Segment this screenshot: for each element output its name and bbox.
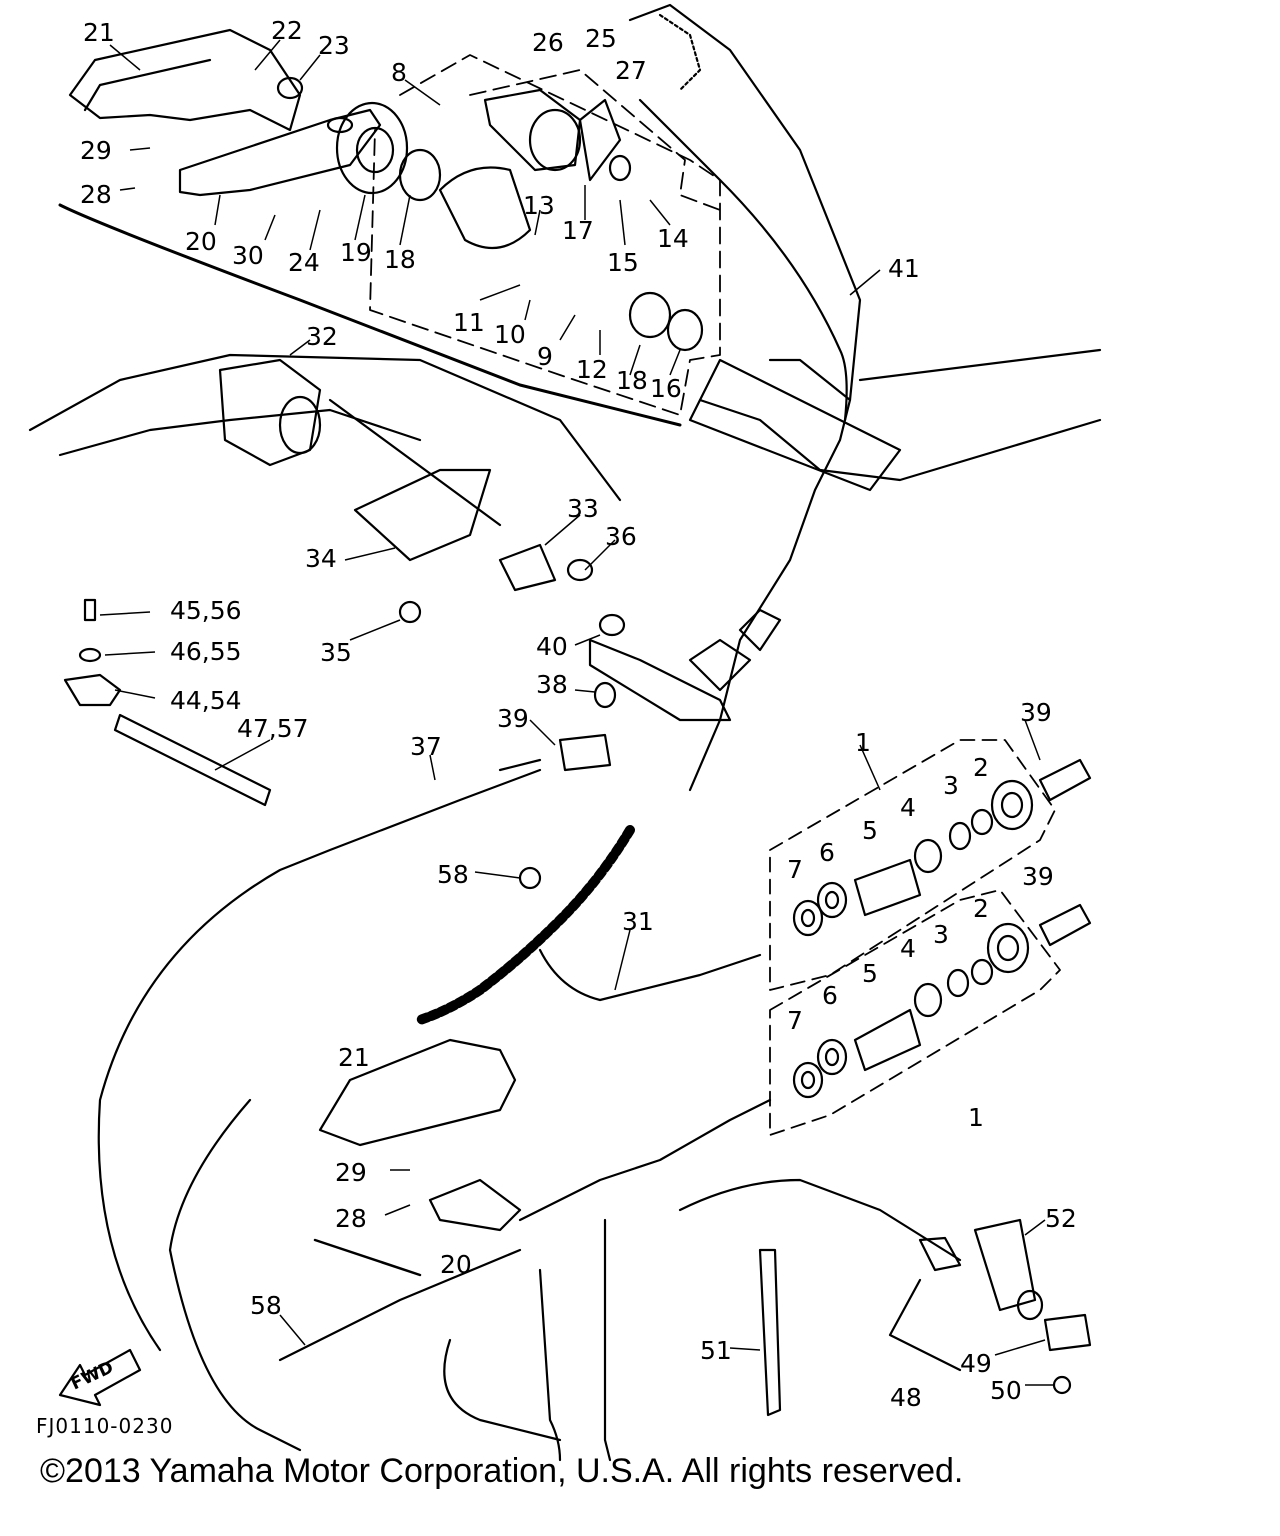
callout-18-upper: 18 — [384, 245, 416, 274]
lower-cable — [518, 1098, 772, 1222]
pin-45-56 — [83, 598, 97, 622]
callout-27: 27 — [615, 56, 647, 85]
callout-31: 31 — [622, 907, 654, 936]
callout-58-lower: 58 — [250, 1291, 282, 1320]
callout-3-upper: 3 — [943, 771, 959, 800]
callout-3-lower: 3 — [933, 920, 949, 949]
cable-41 — [638, 98, 848, 422]
callout-21-lower: 21 — [338, 1043, 370, 1072]
inset-boundary-bottom — [313, 1238, 422, 1277]
copyright-notice: ©2013 Yamaha Motor Corporation, U.S.A. A… — [40, 1452, 964, 1490]
holder-44-54 — [63, 673, 122, 707]
callout-5-lower: 5 — [862, 959, 878, 988]
cover-part-21-top — [68, 28, 302, 132]
callout-5-upper: 5 — [862, 816, 878, 845]
callout-10: 10 — [494, 320, 526, 349]
callout-11: 11 — [453, 308, 485, 337]
callout-6-lower: 6 — [822, 981, 838, 1010]
callout-33: 33 — [567, 494, 599, 523]
callout-12: 12 — [576, 355, 608, 384]
callout-2-upper: 2 — [973, 753, 989, 782]
knob-49 — [1043, 1313, 1092, 1352]
callout-30: 30 — [232, 241, 264, 270]
cable-37 — [97, 768, 542, 1352]
callout-7-upper: 7 — [787, 855, 803, 884]
callout-39-lower: 39 — [1022, 862, 1054, 891]
tie-strap-51 — [758, 1248, 782, 1417]
cable-31 — [538, 948, 762, 1002]
callout-19: 19 — [340, 238, 372, 267]
callout-50: 50 — [990, 1376, 1022, 1405]
fitting-box-upper — [769, 739, 1056, 991]
callout-20-lower: 20 — [440, 1250, 472, 1279]
callout-23: 23 — [318, 31, 350, 60]
callout-7-lower: 7 — [787, 1006, 803, 1035]
inset-boundary-top — [58, 203, 682, 427]
callout-15: 15 — [607, 248, 639, 277]
callout-37: 37 — [410, 732, 442, 761]
callout-29-lower: 29 — [335, 1158, 367, 1187]
steering-column — [688, 358, 852, 792]
callout-22: 22 — [271, 16, 303, 45]
callout-1-upper: 1 — [855, 728, 871, 757]
callout-24: 24 — [288, 248, 320, 277]
callout-17: 17 — [562, 216, 594, 245]
callout-1-lower: 1 — [968, 1103, 984, 1132]
housing-part-13 — [438, 166, 532, 250]
callout-20: 20 — [185, 227, 217, 256]
callout-14: 14 — [657, 224, 689, 253]
callout-9: 9 — [537, 342, 553, 371]
callout-28: 28 — [80, 180, 112, 209]
cover-part-21-bottom — [318, 1038, 517, 1147]
switch-body — [483, 88, 582, 172]
fwd-arrow-icon — [58, 1348, 142, 1407]
callout-35: 35 — [320, 638, 352, 667]
tie-strap-47-57 — [113, 713, 272, 807]
callout-8: 8 — [391, 58, 407, 87]
callout-48: 48 — [890, 1383, 922, 1412]
callout-4-upper: 4 — [900, 793, 916, 822]
callout-38: 38 — [536, 670, 568, 699]
diagram-code: FJ0110-0230 — [36, 1414, 174, 1438]
callout-34: 34 — [305, 544, 337, 573]
callout-25: 25 — [585, 24, 617, 53]
callout-51: 51 — [700, 1336, 732, 1365]
callout-41: 41 — [888, 254, 920, 283]
plate-part-19 — [335, 101, 409, 195]
cable-end-48 — [918, 1236, 962, 1272]
callout-26: 26 — [532, 28, 564, 57]
callout-47-57: 47,57 — [237, 714, 309, 743]
callout-4-lower: 4 — [900, 934, 916, 963]
callout-49: 49 — [960, 1349, 992, 1378]
bracket-part-20-top — [178, 108, 382, 197]
callout-29: 29 — [80, 136, 112, 165]
spiral-wrap — [415, 825, 635, 1025]
callout-21: 21 — [83, 18, 115, 47]
callout-32: 32 — [306, 322, 338, 351]
bracket-part-20-bottom — [428, 1178, 522, 1232]
fitting-box-lower — [769, 889, 1061, 1136]
callout-40: 40 — [536, 632, 568, 661]
callout-46-55: 46,55 — [170, 637, 242, 666]
callout-6-upper: 6 — [819, 838, 835, 867]
handlebar — [628, 3, 862, 402]
callout-18-lower: 18 — [616, 366, 648, 395]
callout-39-left: 39 — [497, 704, 529, 733]
callout-58-upper: 58 — [437, 860, 469, 889]
bracket-52 — [973, 1218, 1037, 1312]
callout-52: 52 — [1045, 1204, 1077, 1233]
callout-36: 36 — [605, 522, 637, 551]
callout-39-upper: 39 — [1020, 698, 1052, 727]
callout-45-56: 45,56 — [170, 596, 242, 625]
assembly-box-8 — [369, 54, 721, 416]
callout-2-lower: 2 — [973, 894, 989, 923]
callout-44-54: 44,54 — [170, 686, 242, 715]
callout-28-lower: 28 — [335, 1204, 367, 1233]
callout-16: 16 — [650, 374, 682, 403]
callout-13: 13 — [523, 191, 555, 220]
